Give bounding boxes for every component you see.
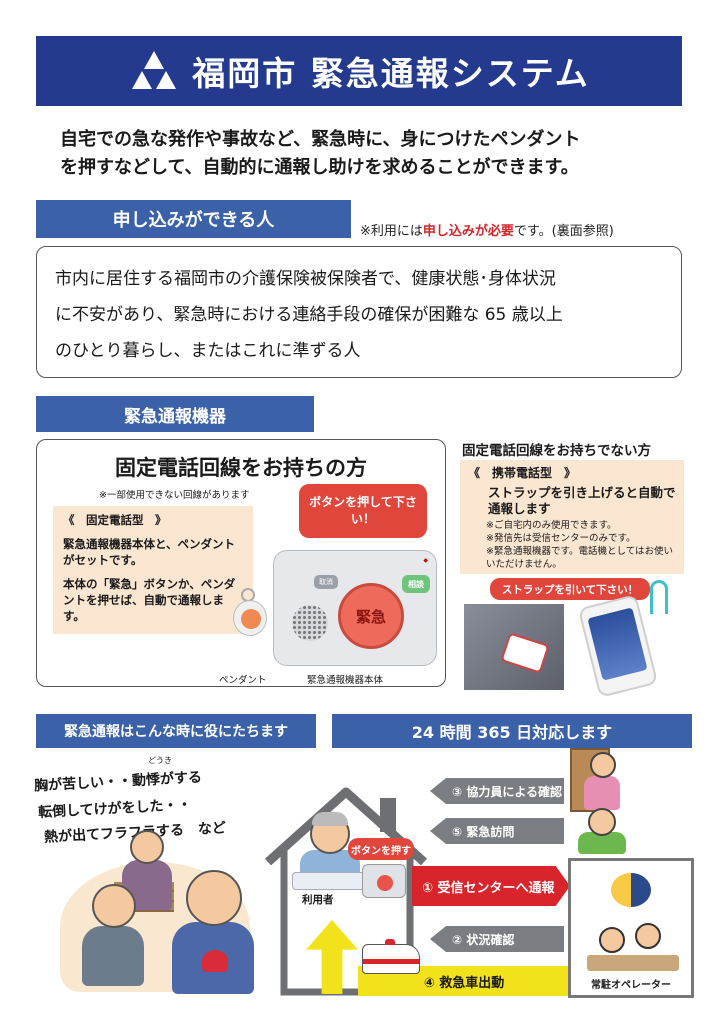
emergency-button-illustration: 緊急 — [338, 583, 404, 649]
helper-woman-icon — [590, 752, 616, 778]
emergency-device-illustration: ◆ 取消 相談 緊急 — [273, 550, 437, 666]
phone-icon — [500, 632, 550, 674]
step-1-arrow: ① 受信センターへ通報 — [412, 866, 570, 906]
operator-label: 常駐オペレーター — [591, 980, 671, 991]
fixed-line-panel: 固定電話回線をお持ちの方 ※一部使用できない回線があります 《 固定電話型 》 … — [36, 439, 446, 687]
caption-pendant: ペンダント — [219, 675, 267, 686]
pendant-button-icon — [241, 609, 261, 629]
step-3-label: ③ 協力員による確認 — [452, 784, 562, 799]
step-1-label: ① 受信センターへ通報 — [422, 880, 555, 896]
fixed-line-desc-2: 本体の「緊急」ボタンか、ペンダントを押せば、自動で通報します。 — [63, 577, 236, 623]
step-2-arrow: ② 状況確認 — [430, 926, 564, 952]
operator-center-box: 常駐オペレーター — [568, 858, 694, 998]
elder-hair — [312, 812, 348, 826]
eligibility-line-1: 市内に居住する福岡市の介護保険被保険者で、健康状態･身体状況 — [55, 269, 556, 289]
feverish-man-body — [82, 926, 144, 986]
fixed-line-description: 《 固定電話型 》 緊急通報機器本体と、ペンダントがセットです。 本体の「緊急」… — [53, 506, 253, 634]
step-4-label: ④ 救急車出動 — [423, 975, 505, 991]
day-night-icon — [611, 873, 651, 907]
fixed-line-note: ※一部使用できない回線があります — [99, 490, 250, 501]
section-heading-useful: 緊急通報はこんな時に役にたちます — [36, 714, 316, 748]
mini-emergency-button-icon — [377, 875, 393, 891]
eligibility-box: 市内に居住する福岡市の介護保険被保険者で、健康状態･身体状況 に不安があり、緊急… — [36, 246, 682, 378]
desk-icon — [587, 955, 679, 971]
apply-note-required: 申し込みが必要 — [422, 224, 514, 239]
heart-icon — [202, 950, 228, 972]
phone-screen — [587, 607, 648, 681]
section-heading-24h: 24 時間 365 日対応します — [332, 714, 692, 748]
apply-note-suffix: です。(裏面参照) — [513, 224, 614, 239]
pendant-illustration — [233, 600, 267, 636]
mobile-lead: ストラップを引き上げると自動で通報します — [488, 485, 676, 516]
title-banner: 福岡市 緊急通報システム — [36, 36, 682, 106]
eligibility-line-3: のひとり暮らし、またはこれに準ずる人 — [55, 341, 361, 361]
mobile-device-illustration — [577, 594, 659, 698]
step-2-label: ② 状況確認 — [452, 932, 515, 947]
intro-line-1: 自宅での急な発作や事故など、緊急時に、身につけたペンダント — [60, 129, 581, 150]
step-3-arrow: ③ 協力員による確認 — [430, 778, 564, 804]
cancel-button-illustration: 取消 — [314, 575, 338, 589]
user-label: 利用者 — [300, 892, 336, 907]
chest-pain-man-icon — [186, 870, 242, 926]
intro-line-2: を押すなどして、自動的に通報し助けを求めることができます。 — [60, 157, 579, 178]
apply-note-prefix: ※利用には — [360, 224, 423, 239]
helper-woman-body — [584, 776, 620, 810]
mobile-title: 固定電話回線をお持ちでない方 — [462, 443, 651, 459]
step-5-label: ⑤ 緊急訪問 — [452, 824, 515, 839]
hand-pulling-strap-photo — [464, 604, 564, 690]
apply-note: ※利用には申し込みが必要です。(裏面参照) — [360, 220, 614, 239]
symptom-2: 転倒してけがをした・・ — [37, 796, 192, 822]
press-button-callout: ボタンを押して下さい！ — [299, 484, 427, 538]
ambulance-light — [385, 939, 395, 945]
pull-strap-callout: ストラップを引いて下さい！ — [490, 578, 650, 600]
step-5-arrow: ⑤ 緊急訪問 — [430, 818, 564, 844]
section-heading-device: 緊急通報機器 — [36, 396, 314, 432]
fixed-line-title: 固定電話回線をお持ちの方 — [115, 456, 367, 480]
section-heading-apply: 申し込みができる人 — [36, 200, 351, 238]
feverish-man-icon — [92, 884, 136, 928]
mobile-note-1: ※ご自宅内のみ使用できます。 — [486, 520, 617, 531]
mobile-description: 《 携帯電話型 》 ストラップを引き上げると自動で通報します ※ご自宅内のみ使用… — [460, 460, 684, 574]
eligibility-line-2: に不安があり、緊急時における連絡手段の確保が困難な 65 歳以上 — [55, 305, 563, 325]
operator-icon — [599, 927, 625, 953]
fallen-woman-icon — [130, 830, 164, 864]
helper-man-icon — [588, 808, 616, 836]
mini-device-icon — [362, 864, 406, 898]
mobile-note-3: ※緊急通報機器です。電話機としてはお使いいただけません。 — [486, 546, 674, 570]
brand-mark-icon: ◆ — [423, 557, 428, 564]
mobile-note-2: ※発信先は受信センターのみです。 — [486, 533, 636, 544]
phone-strap-icon — [650, 580, 668, 614]
speaker-icon — [292, 605, 328, 641]
fukuoka-city-emblem-icon — [132, 51, 177, 89]
page-title: 福岡市 緊急通報システム — [192, 54, 590, 93]
consult-button-illustration: 相談 — [402, 575, 430, 593]
symptom-1: 胸が苦しい・・動悸がする — [33, 769, 203, 795]
caption-device: 緊急通報機器本体 — [307, 675, 384, 686]
helper-man-body — [578, 832, 626, 854]
intro-text: 自宅での急な発作や事故など、緊急時に、身につけたペンダント を押すなどして、自動… — [60, 126, 680, 182]
operator-icon — [635, 923, 661, 949]
fixed-line-type: 《 固定電話型 》 — [63, 513, 167, 527]
ruby-douki: どうき — [148, 756, 172, 765]
ambulance-icon — [362, 939, 420, 974]
press-callout: ボタンを押す — [348, 838, 414, 860]
mobile-type: 《 携帯電話型 》 — [468, 466, 577, 480]
ambulance-stripe — [363, 959, 419, 964]
fixed-line-desc-1: 緊急通報機器本体と、ペンダントがセットです。 — [63, 537, 236, 567]
